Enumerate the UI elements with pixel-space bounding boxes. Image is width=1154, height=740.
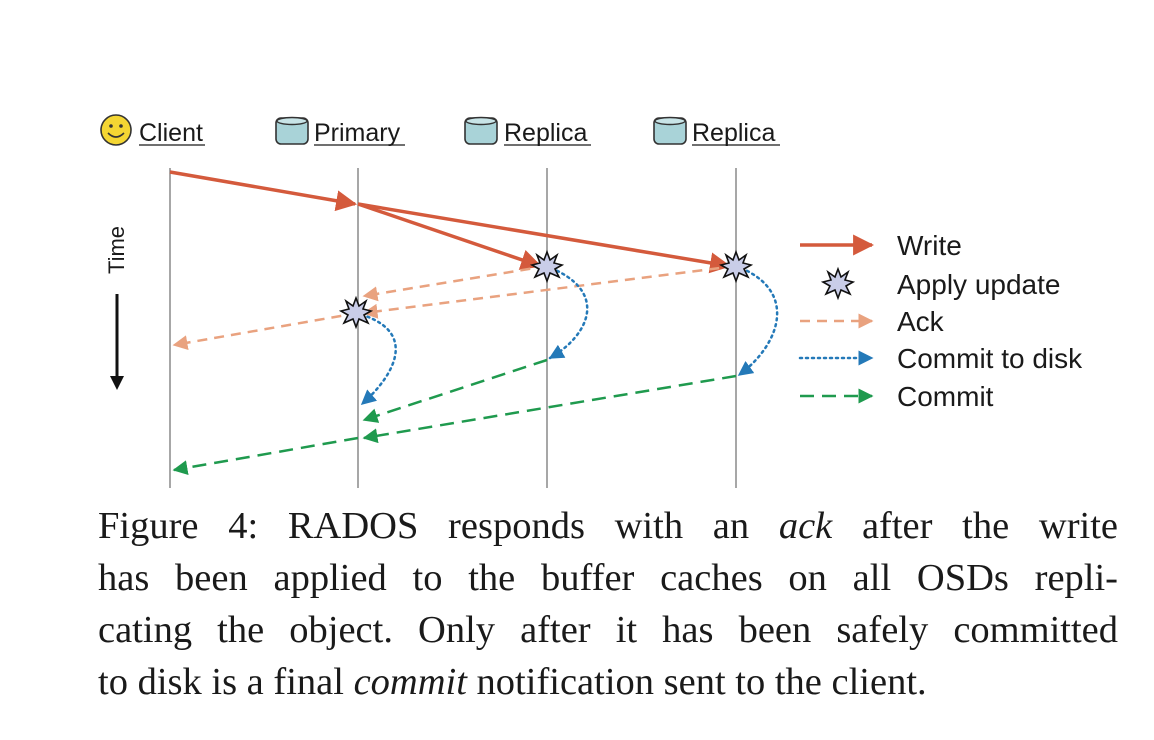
write-arrow-primary-to-replica-2	[357, 202, 732, 274]
commit-arrow-replica-2-to-primary	[362, 374, 737, 444]
commit-to-disk-curve-replica-1	[544, 264, 589, 360]
legend-item-apply-update: Apply update	[820, 266, 1060, 301]
caption-line-1: Figure 4: RADOS responds with an ack aft…	[98, 500, 1118, 552]
commit-messages	[172, 358, 737, 476]
legend-item-ack: Ack	[800, 306, 945, 337]
commit-to-disk-curves	[354, 264, 779, 406]
legend-label-commit: Commit	[897, 381, 994, 412]
commit-arrow-replica-1-to-primary	[362, 358, 548, 423]
ack-messages	[172, 264, 737, 351]
commit-to-disk-curve-primary	[354, 311, 397, 406]
time-arrow-head	[110, 376, 124, 390]
database-icon	[653, 116, 687, 145]
caption-line-4-suffix: notification sent to the client.	[466, 661, 927, 703]
database-icon	[275, 116, 309, 145]
smiley-icon	[100, 114, 132, 146]
caption-prefix: Figure 4: RADOS responds with an	[98, 505, 779, 547]
legend-item-write: Write	[800, 230, 962, 261]
caption-line-2: has been applied to the buffer caches on…	[98, 557, 1118, 599]
ack-arrow-primary-to-client	[172, 311, 359, 351]
figure-caption: Figure 4: RADOS responds with an ack aft…	[98, 500, 1118, 708]
caption-emphasis-commit: commit	[353, 661, 467, 703]
apply-update-burst-replica-1	[529, 249, 565, 284]
legend-label-commit-to-disk: Commit to disk	[897, 343, 1083, 374]
write-messages	[169, 170, 732, 274]
legend-swatch-apply-update	[820, 266, 856, 301]
legend-label-apply-update: Apply update	[897, 269, 1060, 300]
caption-line-3: cating the object. Only after it has bee…	[98, 609, 1118, 651]
legend-item-commit: Commit	[800, 381, 994, 412]
write-arrow-primary-to-replica-1	[357, 202, 542, 270]
write-arrow-client-to-primary	[169, 170, 358, 212]
apply-update-burst-primary	[338, 295, 374, 330]
commit-to-disk-curve-replica-2	[734, 264, 779, 377]
ack-arrow-replica-1-to-primary	[362, 264, 548, 302]
time-axis-label: Time	[104, 226, 129, 274]
actor-replica-1: Replica	[464, 116, 591, 147]
time-axis: Time	[104, 226, 129, 390]
apply-update-burst-replica-2	[718, 249, 754, 284]
actor-label-replica-1: Replica	[504, 119, 587, 147]
actor-replica-2: Replica	[653, 116, 780, 147]
commit-arrow-primary-to-client	[172, 436, 359, 476]
caption-line-4-prefix: to disk is a final	[98, 661, 354, 703]
legend-item-commit-to-disk: Commit to disk	[798, 343, 1083, 374]
caption-emphasis-ack: ack	[778, 505, 833, 547]
actor-label-primary: Primary	[314, 119, 401, 147]
actor-label-client: Client	[139, 119, 203, 147]
legend: Write Apply update Ack Commit to disk Co…	[798, 230, 1083, 412]
caption-line-4: to disk is a final commit notification s…	[98, 656, 1118, 708]
caption-mid: after the write	[832, 505, 1118, 547]
legend-label-write: Write	[897, 230, 962, 261]
actor-label-replica-2: Replica	[692, 119, 775, 147]
actor-client: Client	[100, 114, 205, 147]
legend-label-ack: Ack	[897, 306, 945, 337]
actor-primary: Primary	[275, 116, 405, 147]
ack-arrow-replica-2-to-primary	[362, 264, 737, 319]
database-icon	[464, 116, 498, 145]
